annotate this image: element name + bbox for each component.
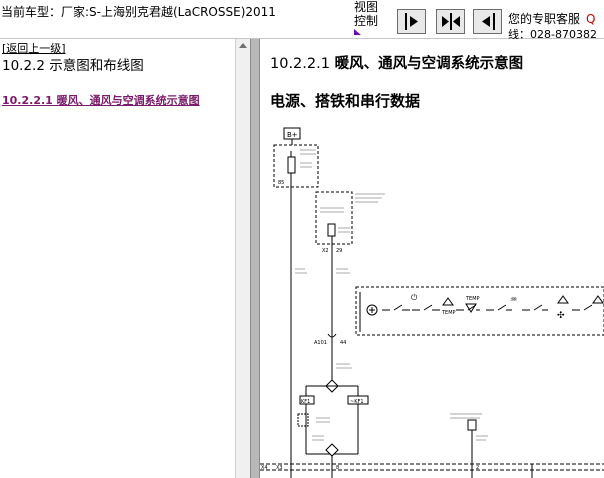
power-label: B+ [287, 131, 298, 139]
fuse-block-1 [273, 144, 319, 188]
current-car-model: 当前车型：厂家:S-上海别克君越(LaCROSSE)2011 [1, 5, 276, 19]
power-icon: ⏻ [411, 293, 418, 302]
svg-text:~KF1: ~KF1 [350, 399, 364, 405]
document-title: 10.2.2.1 暖风、通风与空调系统示意图 [270, 56, 524, 72]
wiring-diagram: B+ 85 X2 29 A101 44 [260, 127, 604, 478]
schematic-link[interactable]: 10.2.2.1 暖风、通风与空调系统示意图 [2, 94, 200, 107]
kf1-connector [299, 395, 315, 405]
collapse-arrow-icon[interactable] [354, 29, 361, 35]
svg-text:KF1: KF1 [301, 399, 310, 405]
left-navigation-pane: [返回上一级] 10.2.2 示意图和布线图 10.2.2.1 暖风、通风与空调… [0, 39, 250, 478]
connector-label: X4 [261, 465, 268, 471]
svg-text:TEMP: TEMP [441, 310, 456, 316]
pin-label: 2 [476, 465, 479, 471]
pin-label: 29 [336, 248, 342, 254]
document-pane: 10.2.2.1 暖风、通风与空调系统示意图 电源、搭铁和串行数据 B+ 85 … [260, 39, 604, 478]
pin-label: 44 [340, 340, 346, 346]
fan-up-icon [557, 295, 569, 304]
view-control-label: 视图 控制 [354, 0, 379, 28]
temp-up-icon [442, 297, 454, 306]
expand-right-button[interactable] [397, 9, 426, 34]
qq-link[interactable]: Q [586, 12, 596, 26]
service-phone: 线：028-870382 [508, 28, 597, 41]
split-arrows-icon [442, 13, 460, 30]
section-title: 10.2.2 示意图和布线图 [2, 58, 144, 74]
scroll-up-icon[interactable] [239, 43, 247, 48]
temp-down-icon [465, 303, 477, 313]
hvac-control-module [355, 286, 604, 336]
expand-left-button[interactable] [473, 9, 502, 34]
top-toolbar: 当前车型：厂家:S-上海别克君越(LaCROSSE)2011 视图 控制 您的专… [0, 0, 604, 41]
connector-label: A101 [314, 340, 327, 346]
fan-icon: ✣ [557, 311, 565, 321]
pane-splitter[interactable] [250, 39, 260, 478]
ground-device [467, 419, 477, 431]
split-view-button[interactable] [436, 9, 465, 34]
connector-label: X2 [322, 248, 329, 254]
back-link[interactable]: [返回上一级] [2, 42, 66, 55]
left-scrollbar[interactable] [235, 39, 250, 478]
document-subtitle: 电源、搭铁和串行数据 [270, 92, 421, 110]
svg-text:TEMP: TEMP [465, 296, 480, 302]
fuse-block-2 [315, 191, 353, 245]
fan-down-icon [592, 295, 604, 304]
arrow-left-icon [482, 13, 495, 30]
defrost-icon: ♒ [510, 295, 517, 304]
pin-label: 8 [336, 465, 339, 471]
blower-switch-icon [366, 304, 378, 316]
pin-label: 85 [278, 180, 284, 186]
arrow-right-icon [405, 13, 418, 30]
connector-label: X3 [276, 465, 283, 471]
